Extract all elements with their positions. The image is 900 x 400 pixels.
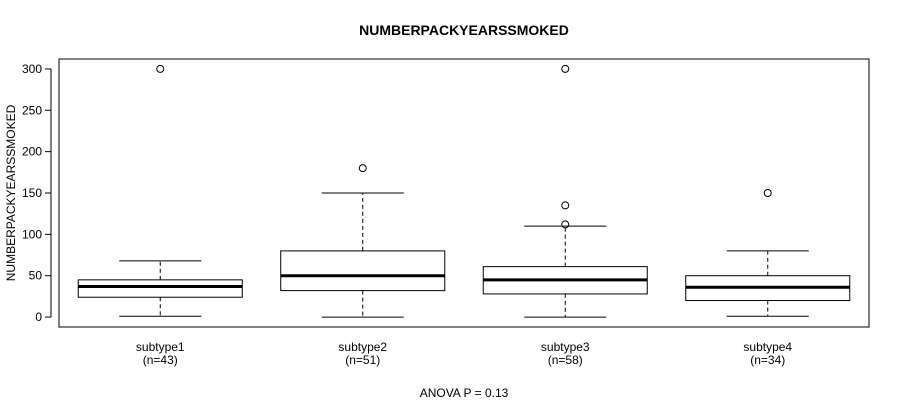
outlier-point [561,64,570,73]
box-subtype4 [685,189,851,317]
x-count-label: (n=43) [143,353,178,367]
y-tick-label: 200 [22,145,42,159]
y-tick-label: 0 [35,310,42,324]
box-subtype1 [77,64,243,317]
y-tick-label: 100 [22,227,42,241]
outlier-point [561,201,570,210]
x-category-label: subtype3 [541,340,590,354]
x-count-label: (n=58) [548,353,583,367]
iqr-box [280,250,446,292]
y-axis: 0 50 100 150 200 250 300 [22,62,52,324]
x-category-label: subtype4 [743,340,792,354]
y-axis-label: NUMBERPACKYEARSSMOKED [4,104,18,281]
outlier-point [763,189,772,197]
chart-title: NUMBERPACKYEARSSMOKED [359,22,569,38]
outlier-point [358,164,367,173]
boxes-group [77,64,851,318]
box-subtype3 [482,64,648,318]
x-category-label: subtype1 [136,340,185,354]
anova-footnote: ANOVA P = 0.13 [420,386,509,400]
y-tick-label: 150 [22,186,42,200]
x-category-label: subtype2 [338,340,387,354]
x-axis-labels: subtype1(n=43) subtype2(n=51) subtype3(n=5… [136,340,793,367]
x-count-label: (n=34) [750,353,785,367]
y-tick-label: 300 [22,62,42,76]
outlier-point [561,220,570,229]
outlier-point [156,64,165,73]
x-count-label: (n=51) [345,353,380,367]
y-tick-label: 250 [22,103,42,117]
y-tick-label: 50 [29,269,43,283]
iqr-box [77,279,243,298]
plot-frame [58,58,870,328]
box-subtype2 [280,164,446,318]
